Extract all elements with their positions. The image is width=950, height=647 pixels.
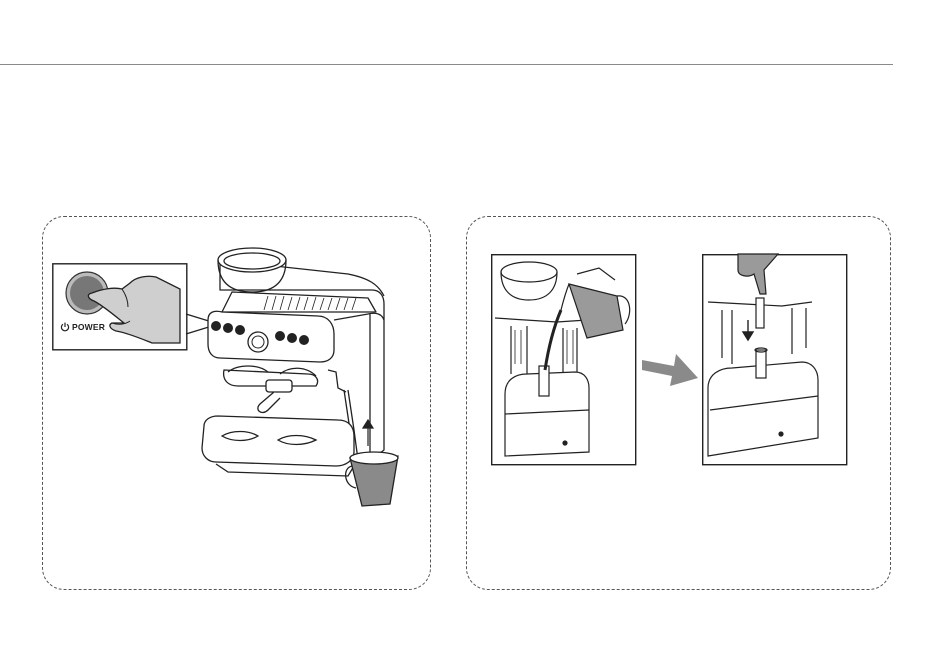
power-button-label: POWER (60, 322, 105, 332)
water-tank-pour-icon (491, 254, 637, 466)
arrow-right-icon (640, 348, 700, 388)
water-filter-insert-icon (702, 254, 848, 466)
power-icon (60, 322, 70, 332)
power-label-text: POWER (72, 322, 105, 332)
espresso-machine-icon (198, 240, 418, 512)
power-callout-frame (52, 263, 192, 353)
header-rule (0, 64, 893, 65)
